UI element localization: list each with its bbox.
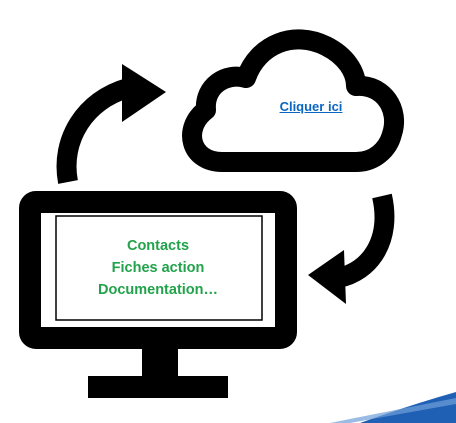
curved-arrow-down-left-icon (308, 193, 395, 304)
monitor-icon (19, 191, 297, 398)
blue-swoosh (330, 392, 456, 423)
screen-line-documentation: Documentation… (97, 282, 219, 298)
monitor-screen-text: Contacts Fiches action Documentation… (62, 222, 254, 314)
cloud-icon (182, 29, 405, 172)
cloud-link[interactable]: Cliquer ici (279, 99, 343, 114)
screen-line-contacts: Contacts (126, 238, 190, 254)
screen-line-fiches-action: Fiches action (111, 260, 205, 276)
curved-arrow-up-right-icon (56, 64, 166, 184)
